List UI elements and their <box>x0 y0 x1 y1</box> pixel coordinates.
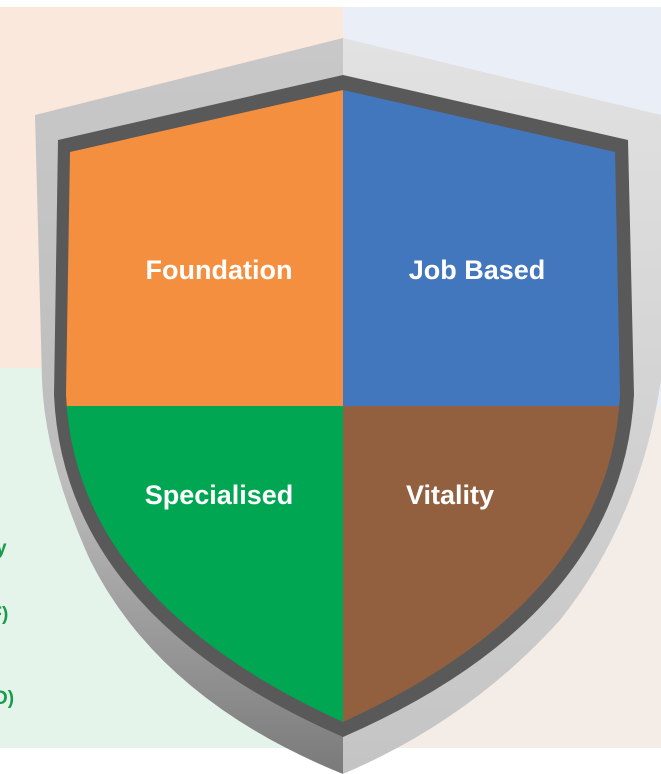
label-job-based: Job Based <box>409 255 546 285</box>
side-text-line-2: CSF) <box>0 604 9 625</box>
side-text-line-1: y <box>0 538 7 559</box>
quadrant-vitality <box>343 406 620 722</box>
quadrant-job-based <box>343 90 620 406</box>
quadrant-specialised <box>66 406 343 722</box>
quadrant-foundation <box>66 90 343 406</box>
label-foundation: Foundation <box>146 255 293 285</box>
label-vitality: Vitality <box>406 480 494 510</box>
label-specialised: Specialised <box>145 480 294 510</box>
side-text-line-3: D) <box>0 688 15 709</box>
